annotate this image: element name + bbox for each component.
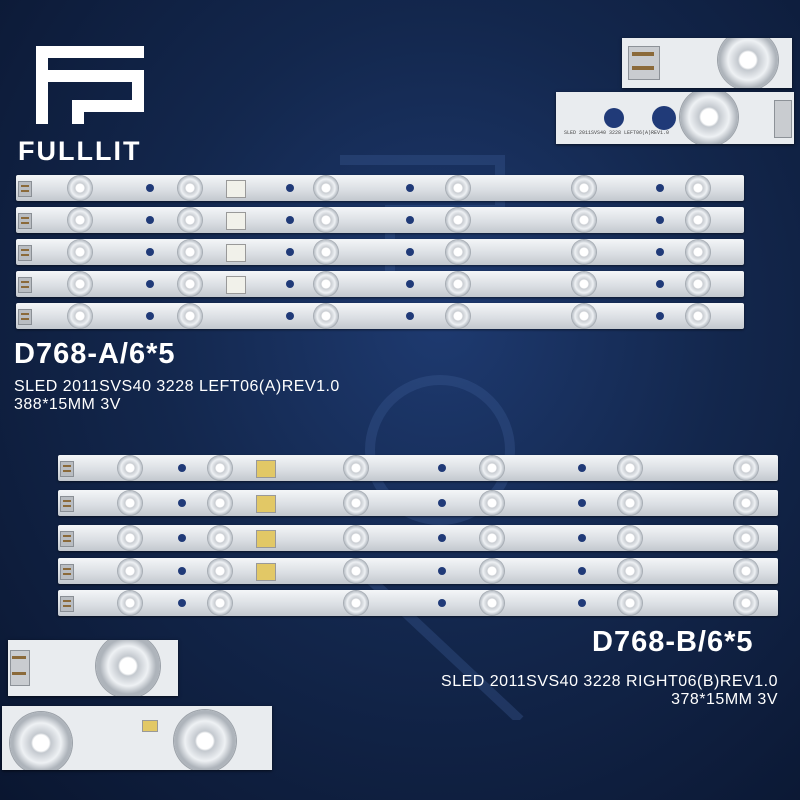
led-strip-b-3 — [58, 525, 778, 551]
detail-b-connector-closeup — [8, 640, 178, 696]
product-b-size: 378*15MM 3V — [671, 691, 778, 708]
led-strip-a-2 — [16, 207, 744, 233]
brand-name: FULLLIT — [18, 136, 142, 166]
led-strip-a-3 — [16, 239, 744, 265]
product-b-code: D768-B/6*5 — [592, 626, 754, 658]
led-strip-b-4 — [58, 558, 778, 584]
detail-b-lens-closeup — [2, 706, 272, 770]
detail-connector-closeup — [622, 38, 792, 88]
led-strip-a-1 — [16, 175, 744, 201]
led-strip-b-5 — [58, 590, 778, 616]
led-strip-b-2 — [58, 490, 778, 516]
product-b-model: SLED 2011SVS40 3228 RIGHT06(B)REV1.0 — [441, 673, 778, 690]
led-strip-a-5 — [16, 303, 744, 329]
strip-print-text: SLED 2011SVS40 3228 LEFT06(A)REV1.0 — [564, 130, 670, 136]
product-a-model: SLED 2011SVS40 3228 LEFT06(A)REV1.0 — [14, 378, 340, 395]
detail-lens-closeup: SLED 2011SVS40 3228 LEFT06(A)REV1.0 — [556, 92, 794, 144]
led-strip-a-4 — [16, 271, 744, 297]
product-a-code: D768-A/6*5 — [14, 338, 176, 370]
product-a-size: 388*15MM 3V — [14, 396, 121, 413]
brand-logo-icon — [36, 46, 144, 124]
led-strip-b-1 — [58, 455, 778, 481]
